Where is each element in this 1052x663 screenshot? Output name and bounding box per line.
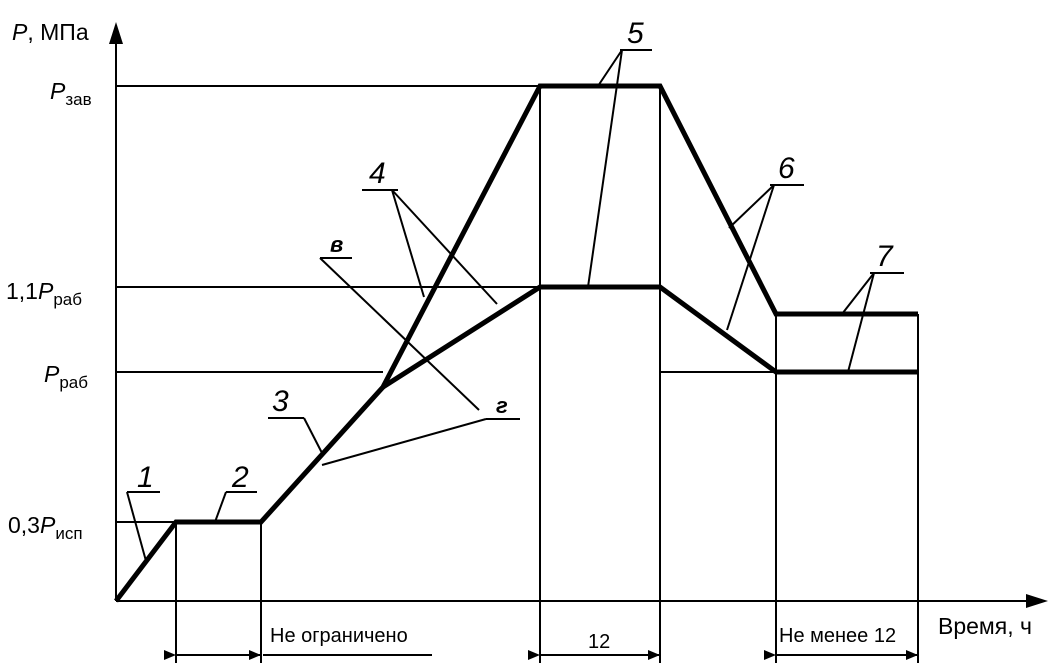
leader-4a [391, 189, 425, 298]
stage-label-6: 6 [778, 152, 795, 185]
y-axis-label: P, МПа [12, 19, 89, 45]
leader-6a [728, 184, 775, 229]
leader-1 [126, 491, 147, 562]
x-axis-arrow [1026, 594, 1048, 608]
leader-v [319, 257, 480, 411]
duration-label-min-12: Не менее 12 [779, 625, 896, 647]
stage-label-1: 1 [137, 461, 154, 494]
leader-g [321, 418, 487, 466]
pressure-curve-lower [381, 284, 918, 390]
letter-label-v: в [330, 232, 343, 257]
y-tick-label-0-3-p-isp: 0,3Pисп [8, 512, 83, 543]
stage-label-5: 5 [627, 17, 644, 50]
y-tick-label-1-1-p-rab: 1,1Pраб [6, 278, 82, 309]
pressure-curve-upper [114, 83, 918, 603]
leader-5a [597, 49, 623, 87]
y-tick-label-p-zav: Pзав [50, 78, 92, 109]
duration-label-12: 12 [588, 631, 610, 653]
leader-7b [847, 272, 875, 373]
stage-label-3: 3 [272, 385, 289, 418]
x-axis-label: Время, ч [938, 613, 1032, 639]
letter-label-g: г [496, 393, 508, 418]
leader-2 [214, 491, 227, 523]
leader-4b [391, 189, 498, 305]
leader-5b [587, 49, 623, 288]
leader-3 [303, 417, 323, 454]
y-axis-arrow [109, 22, 123, 44]
y-tick-label-p-rab: Pраб [44, 361, 88, 392]
duration-label-unlimited: Не ограничено [270, 625, 408, 647]
stage-label-4: 4 [369, 157, 386, 190]
leader-7a [841, 272, 875, 315]
stage-label-2: 2 [231, 461, 249, 494]
stage-label-7: 7 [876, 240, 894, 273]
leader-6b [726, 184, 775, 331]
